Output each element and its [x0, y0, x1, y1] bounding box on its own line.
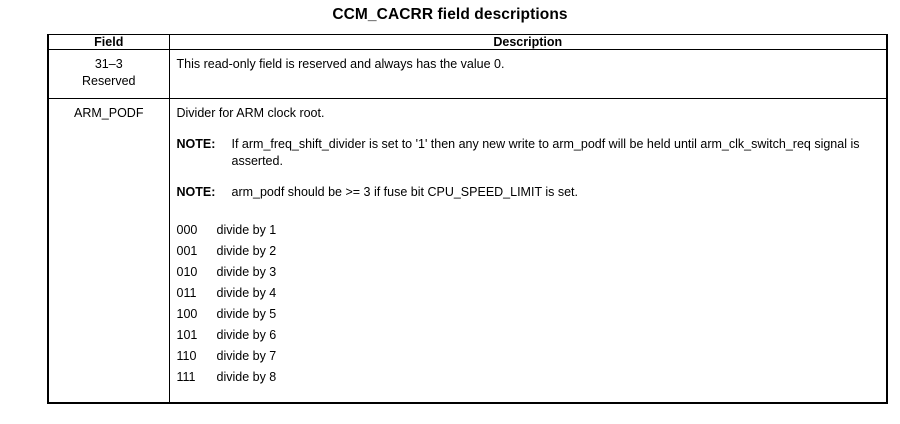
divider-label: divide by 1 [216, 223, 277, 237]
divider-code: 011 [176, 286, 197, 300]
description-cell: Divider for ARM clock root. NOTE: If arm_f… [168, 98, 888, 404]
divider-option-row: 100 divide by 5 [177, 304, 879, 325]
column-header-field: Field [47, 34, 170, 50]
divider-option-row: 011 divide by 4 [177, 283, 879, 304]
divider-option-row: 000 divide by 1 [177, 220, 879, 241]
divider-option-row: 111 divide by 8 [177, 367, 879, 388]
cell-bottom-spacer [177, 388, 879, 394]
description-cell: This read-only field is reserved and alw… [168, 49, 888, 99]
table-row: ARM_PODF Divider for ARM clock root. NOTE:… [47, 98, 888, 404]
divider-option-row: 001 divide by 2 [177, 241, 879, 262]
divider-code: 111 [176, 370, 196, 384]
note-text: arm_podf should be >= 3 if fuse bit CPU_… [231, 185, 578, 199]
divider-label: divide by 6 [216, 328, 277, 342]
divider-option-list: 000 divide by 1 001 divide by 2 010 divide by… [177, 220, 879, 388]
divider-label: divide by 2 [216, 244, 277, 258]
page-title: CCM_CACRR field descriptions [332, 6, 568, 23]
note-label: NOTE: [176, 137, 216, 151]
divider-code: 110 [176, 349, 197, 363]
divider-option-row: 101 divide by 6 [177, 325, 879, 346]
note-text: If arm_freq_shift_divider is set to '1' … [231, 137, 860, 168]
field-name-line: 31–3 [94, 57, 123, 71]
description-text: Divider for ARM clock root. [176, 106, 325, 120]
column-header-description: Description [168, 34, 888, 50]
divider-label: divide by 7 [216, 349, 277, 363]
divider-label: divide by 8 [216, 370, 277, 384]
divider-label: divide by 3 [216, 265, 277, 279]
note-label: NOTE: [176, 185, 216, 199]
note-block: NOTE: arm_podf should be >= 3 if fuse bit… [177, 184, 879, 201]
divider-code: 001 [176, 244, 198, 258]
divider-code: 010 [176, 265, 198, 279]
table-header-row: Field Description [47, 34, 888, 50]
field-name-line: Reserved [82, 74, 136, 88]
field-cell: ARM_PODF [47, 98, 170, 404]
divider-code: 000 [176, 223, 198, 237]
divider-label: divide by 5 [216, 307, 277, 321]
divider-label: divide by 4 [216, 286, 277, 300]
divider-option-row: 010 divide by 3 [177, 262, 879, 283]
note-block: NOTE: If arm_freq_shift_divider is set to… [177, 136, 879, 170]
divider-option-row: 110 divide by 7 [177, 346, 879, 367]
description-text: This read-only field is reserved and alw… [176, 57, 505, 71]
divider-code: 100 [176, 307, 198, 321]
table-header: Field Description [47, 34, 888, 50]
field-name-line: ARM_PODF [74, 106, 144, 120]
divider-code: 101 [176, 328, 198, 342]
